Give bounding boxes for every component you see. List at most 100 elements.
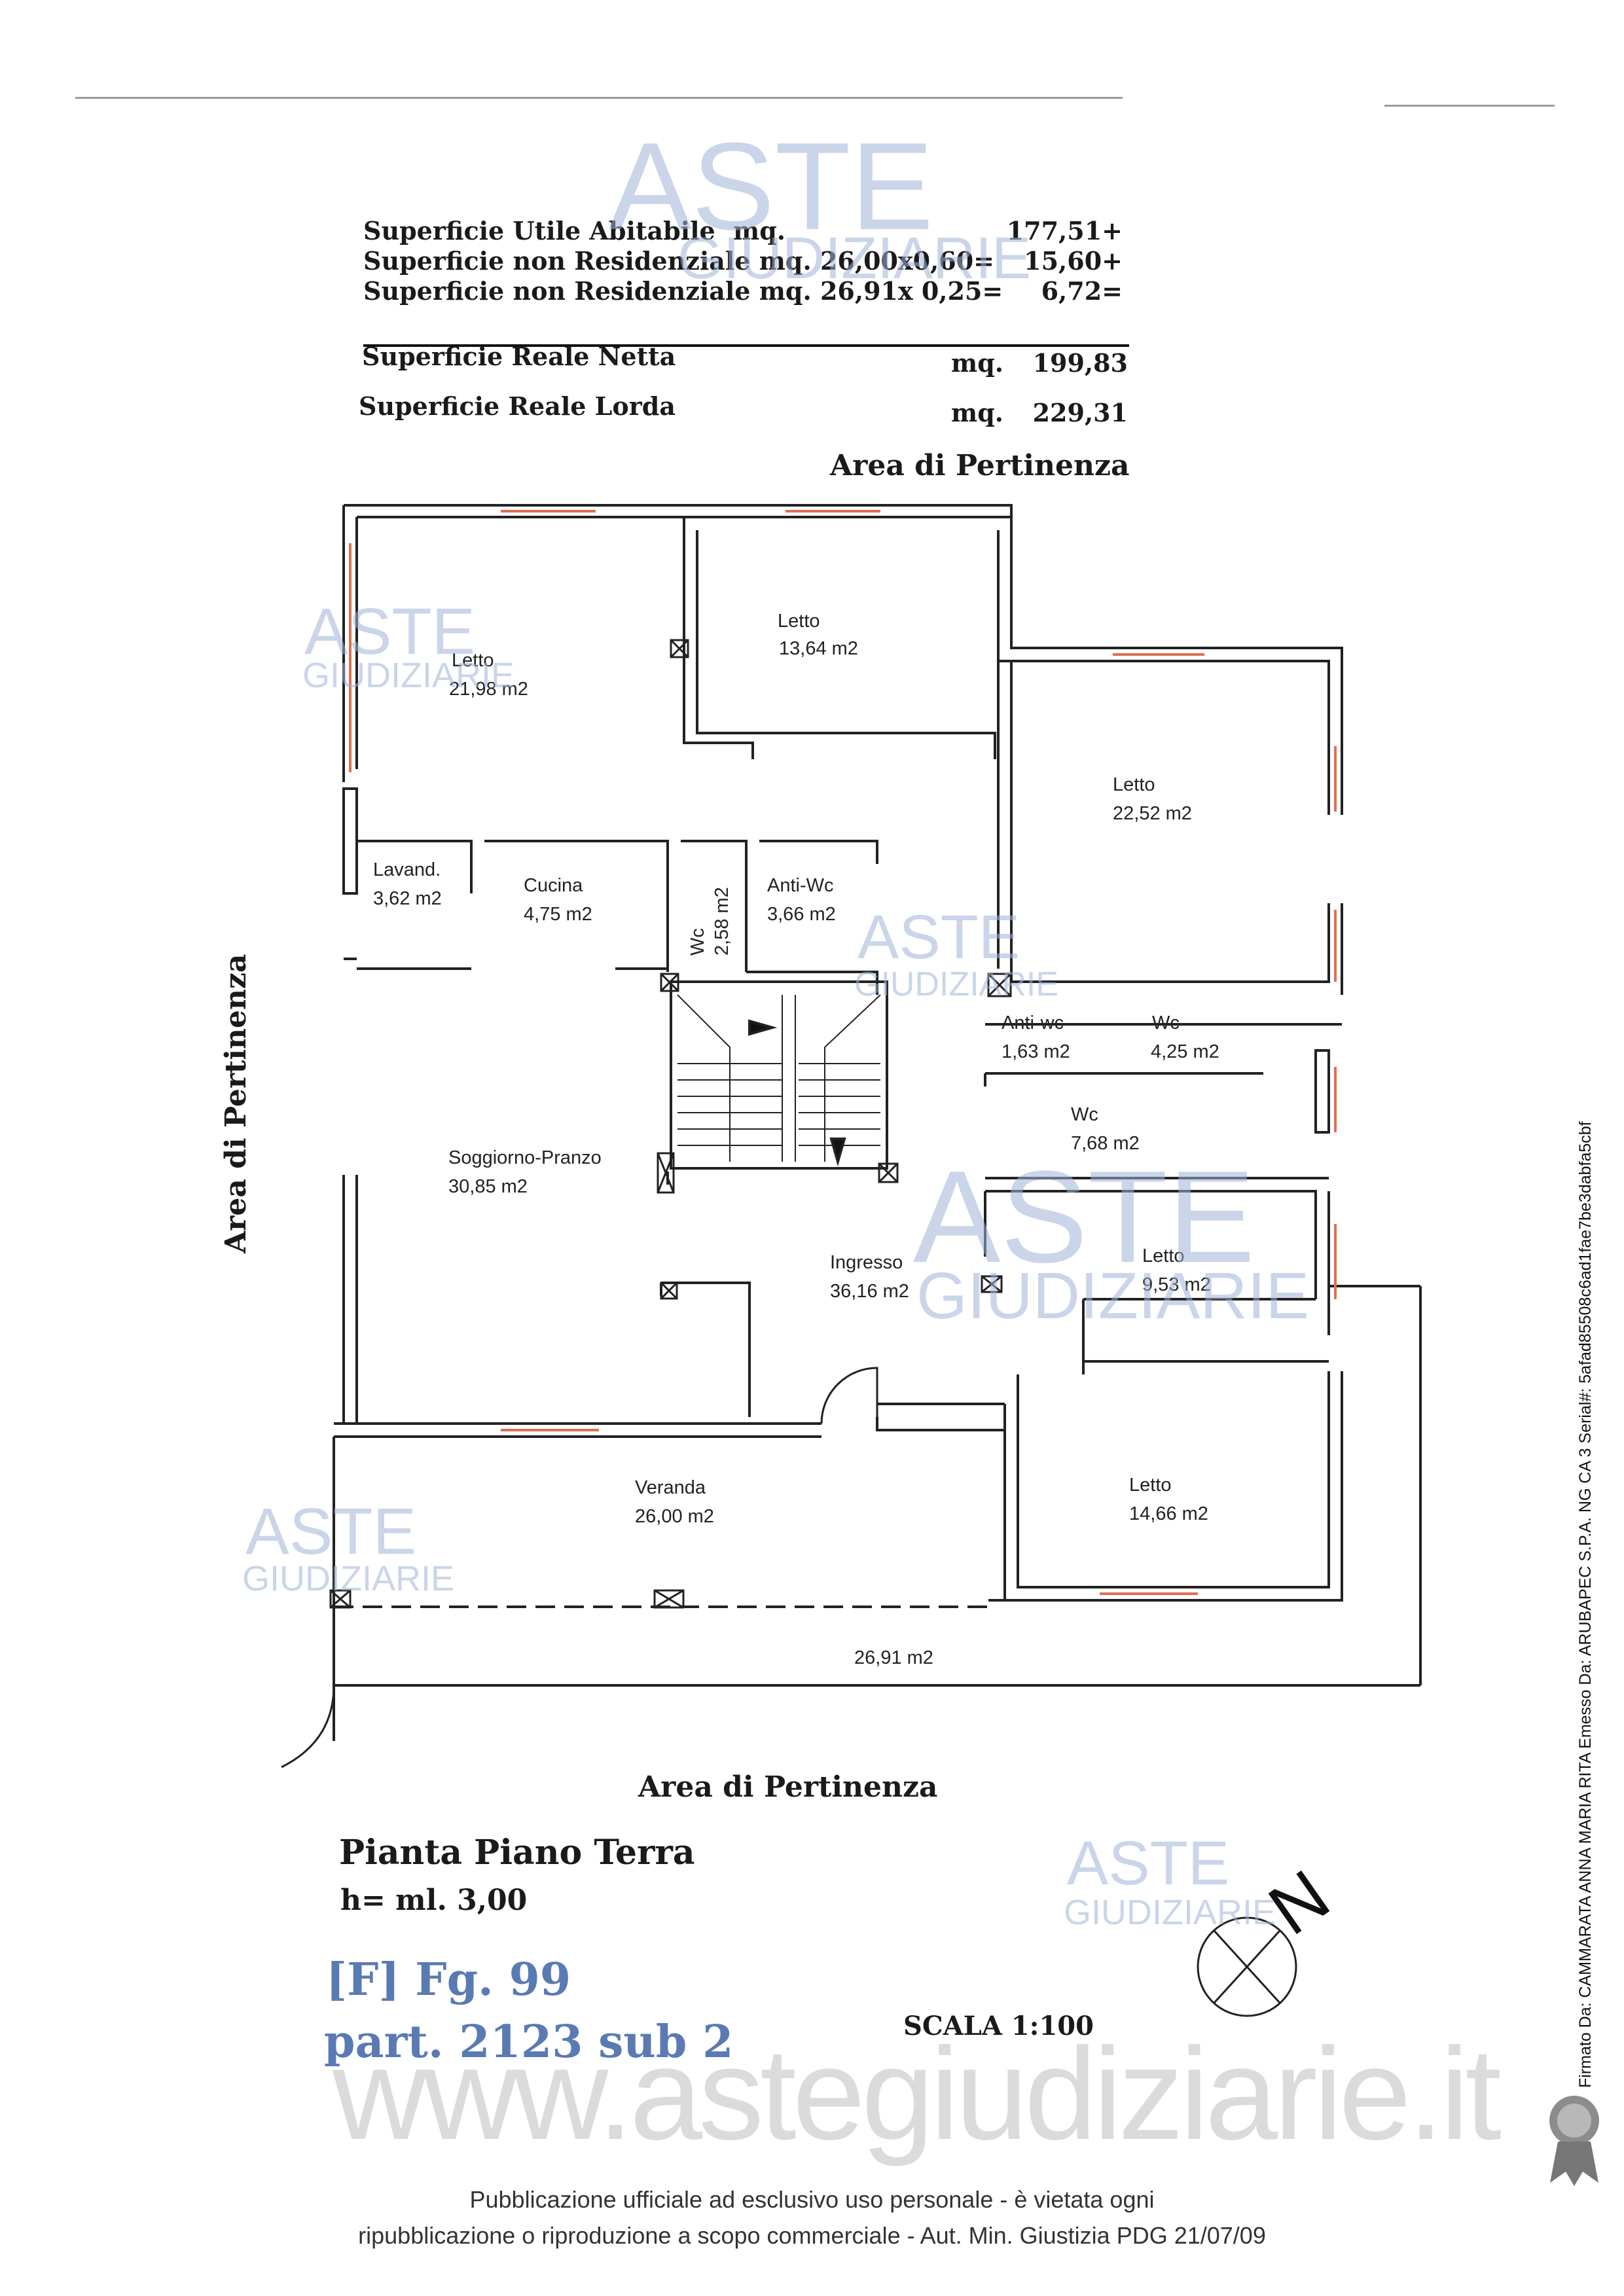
wall xyxy=(681,840,748,972)
duct-icon xyxy=(987,973,1012,997)
room-name: Veranda xyxy=(635,1477,706,1498)
walls xyxy=(281,504,1422,1768)
netta-unit: mq. xyxy=(951,348,1004,378)
room-area: 4,75 m2 xyxy=(524,904,592,925)
watermark-brand: ASTE xyxy=(304,595,476,668)
total-rule xyxy=(363,344,1129,347)
watermark-brand: GIUDIZIARIE xyxy=(242,1559,455,1598)
watermark-logo: GIUDIZIARIE xyxy=(242,1561,454,1596)
watermark-logo: GIUDIZIARIE xyxy=(302,658,514,693)
duct-icon xyxy=(329,1589,352,1609)
wall xyxy=(1010,517,1343,815)
room-name: Cucina xyxy=(524,875,583,896)
room-name: Wc xyxy=(687,928,708,956)
wall xyxy=(1003,1371,1343,1602)
watermark-logo: ASTE xyxy=(1067,1833,1229,1895)
watermark-logo: ASTE xyxy=(609,124,933,249)
digital-signature: Firmato Da: CAMMARATA ANNA MARIA RITA Em… xyxy=(1576,1121,1595,2088)
netta-value: 199,83 xyxy=(1032,348,1128,378)
room-name: Lavand. xyxy=(373,859,441,880)
watermark-logo: ASTE xyxy=(913,1152,1255,1283)
wall xyxy=(696,530,996,759)
plan-title: Pianta Piano Terra xyxy=(339,1833,695,1873)
watermark-brand: ASTE xyxy=(609,117,934,256)
room-name: Wc xyxy=(1152,1013,1180,1033)
superficie-value: 177,51+ xyxy=(1006,216,1123,245)
room-name: Letto xyxy=(1129,1475,1172,1496)
wall xyxy=(998,660,1330,815)
room-name: Anti-wc xyxy=(1001,1013,1064,1033)
wall xyxy=(1314,1049,1330,1134)
wall xyxy=(683,517,754,759)
room-name: Letto xyxy=(1113,774,1155,795)
room-name: Wc xyxy=(1071,1104,1098,1125)
stair-arrow-icon xyxy=(748,1019,778,1036)
room-area: 26,91 m2 xyxy=(854,1647,933,1668)
wall xyxy=(357,840,473,893)
watermark-logo: ASTE xyxy=(304,599,475,664)
area-pertinenza-bottom: Area di Pertinenza xyxy=(638,1770,938,1804)
wall xyxy=(746,971,878,995)
wall xyxy=(342,787,358,895)
superficie-value: 6,72= xyxy=(1041,276,1123,306)
stair-outline xyxy=(670,980,888,1170)
watermark-logo: GIUDIZIARIE xyxy=(677,229,1031,288)
catasto-foglio: [F] Fg. 99 xyxy=(326,1954,571,2006)
watermark-logo: GIUDIZIARIE xyxy=(854,967,1058,1001)
room-area: 36,16 m2 xyxy=(830,1281,909,1302)
door-swing xyxy=(820,1367,878,1424)
windows xyxy=(349,510,1337,1595)
room-area: 26,00 m2 xyxy=(635,1506,714,1527)
top-rule-right xyxy=(1384,105,1555,107)
area-pertinenza-top: Area di Pertinenza xyxy=(830,449,1130,482)
room-area: 21,98 m2 xyxy=(449,679,528,700)
superficie-label: Superficie non Residenziale mq. 26,91x 0… xyxy=(363,276,1003,306)
room-area: 9,53 m2 xyxy=(1142,1274,1211,1295)
watermark-url: www.astegiudiziarie.it xyxy=(333,2021,1502,2167)
wall xyxy=(1017,1371,1330,1588)
watermark-brand: GIUDIZIARIE xyxy=(677,226,1032,291)
room-labels: Letto 21,98 m2 Letto 13,64 m2 Letto 22,5… xyxy=(373,611,1219,1668)
watermark-logo: ASTE xyxy=(857,906,1020,969)
duct-icon xyxy=(657,1152,675,1194)
catasto-particella: part. 2123 sub 2 xyxy=(324,2016,734,2068)
compass-icon xyxy=(1197,1916,1297,2017)
superficie-unit: mq. xyxy=(733,216,786,245)
room-area: 4,25 m2 xyxy=(1151,1041,1219,1062)
room-area: 22,52 m2 xyxy=(1113,803,1192,824)
lorda-label: Superficie Reale Lorda xyxy=(359,391,676,421)
lorda-unit: mq. xyxy=(951,398,1004,427)
wall xyxy=(759,840,878,864)
superficie-netta: Superficie Reale Netta mq. 199,83 xyxy=(362,342,1128,378)
room-area: 7,68 m2 xyxy=(1071,1133,1140,1154)
netta-label: Superficie Reale Netta xyxy=(362,342,676,371)
stair-steps xyxy=(677,994,881,1162)
superficie-row: Superficie Utile Abitabile mq. 177,51+ xyxy=(363,216,1123,246)
duct-icon xyxy=(660,1282,678,1300)
room-name: Ingresso xyxy=(830,1252,903,1273)
superficie-label: Superficie Utile Abitabile xyxy=(363,216,715,245)
room-name: Soggiorno-Pranzo xyxy=(448,1147,602,1168)
room-name: Letto xyxy=(1142,1246,1185,1266)
watermark-logo: GIUDIZIARIE xyxy=(916,1263,1309,1329)
duct-icon xyxy=(660,973,679,992)
watermark-brand: GIUDIZIARIE xyxy=(854,965,1059,1003)
room-name: Letto xyxy=(778,611,820,632)
wall xyxy=(344,504,1013,517)
wall xyxy=(985,1190,1317,1299)
watermark-brand: ASTE xyxy=(245,1495,417,1568)
superficie-value: 15,60+ xyxy=(1024,246,1123,276)
duct-icon xyxy=(670,639,689,658)
gate-curve xyxy=(281,1685,335,1768)
lorda-value: 229,31 xyxy=(1032,398,1128,427)
watermark-brand: ASTE xyxy=(1067,1829,1230,1898)
watermark-logo: ASTE xyxy=(245,1499,416,1564)
room-area: 30,85 m2 xyxy=(448,1176,528,1197)
watermark-brand: ASTE xyxy=(913,1144,1255,1290)
duct-icon xyxy=(878,1162,899,1183)
footer-line-1: Pubblicazione ufficiale ad esclusivo uso… xyxy=(469,2186,1155,2213)
room-area: 2,58 m2 xyxy=(712,887,732,956)
seal-icon xyxy=(1549,2096,1599,2186)
plan-height: h= ml. 3,00 xyxy=(340,1884,528,1917)
